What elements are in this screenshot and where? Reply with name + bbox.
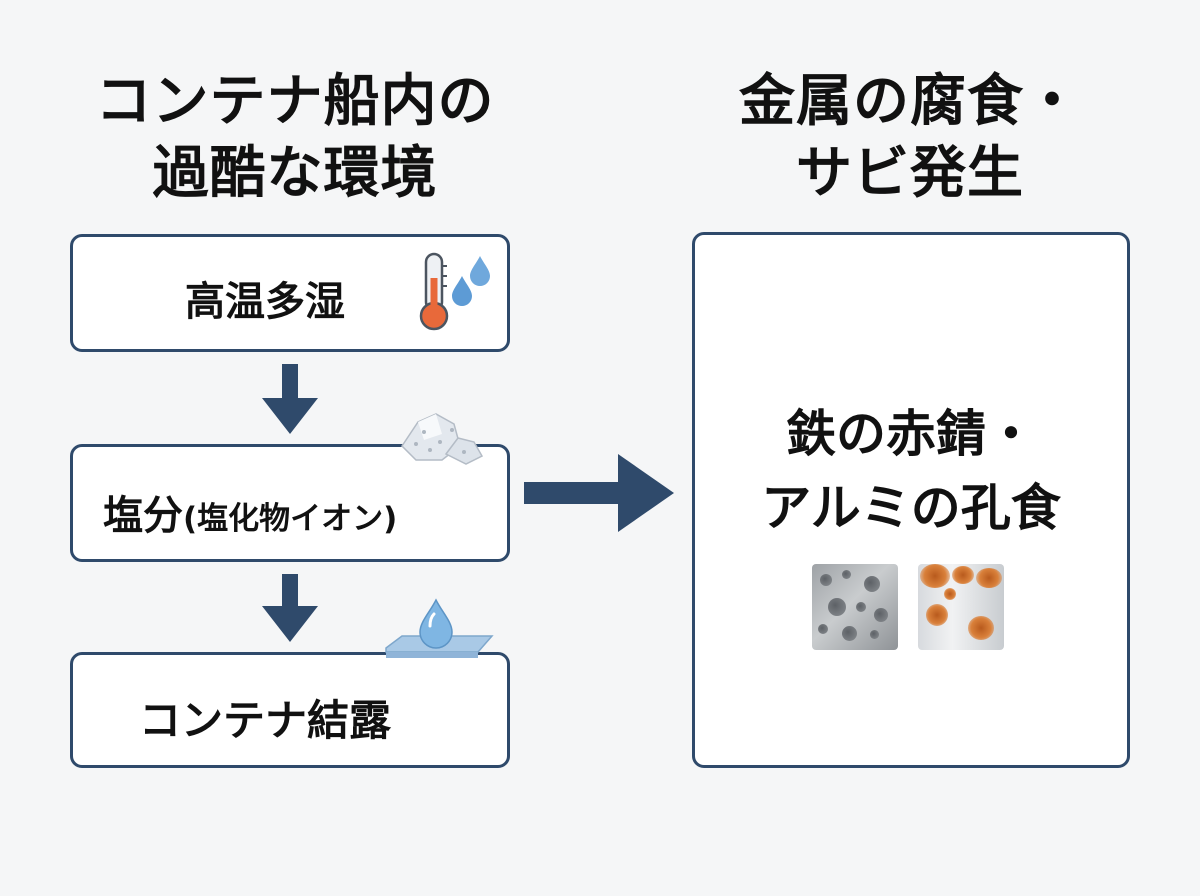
salt-main-label: 塩分 <box>103 493 183 539</box>
pitted-aluminum-texture <box>812 564 898 650</box>
corrosion-result-text: 鉄の赤錆・ アルミの孔食 <box>695 397 1127 545</box>
rusted-iron-texture <box>918 564 1004 650</box>
condensation-label: コンテナ結露 <box>139 696 392 745</box>
salt-detail-label: (塩化物イオン) <box>183 501 398 537</box>
salt-box: 塩分(塩化物イオン) <box>70 444 510 562</box>
result-line2: アルミの孔食 <box>761 479 1061 537</box>
thermometer-icon <box>419 252 449 331</box>
corrosion-title-line2: サビ発生 <box>796 141 1024 206</box>
corrosion-title: 金属の腐食・ サビ発生 <box>700 66 1120 210</box>
arrow-down-2 <box>262 574 318 642</box>
environment-title: コンテナ船内の 過酷な環境 <box>60 66 530 210</box>
arrow-down-1 <box>262 364 318 434</box>
result-line1: 鉄の赤錆・ <box>786 405 1036 463</box>
salt-label: 塩分(塩化物イオン) <box>103 483 397 541</box>
condensation-box: コンテナ結露 <box>70 652 510 768</box>
humidity-label: 高温多湿 <box>185 279 345 325</box>
environment-title-line1: コンテナ船内の <box>95 69 495 134</box>
condensation-drop-icon <box>385 598 494 658</box>
water-drops-icon <box>452 256 490 306</box>
corrosion-title-line1: 金属の腐食・ <box>739 69 1081 134</box>
environment-title-line2: 過酷な環境 <box>152 141 438 206</box>
corrosion-result-box: 鉄の赤錆・ アルミの孔食 <box>692 232 1130 768</box>
salt-crystals-icon <box>401 413 484 465</box>
arrow-right <box>524 454 674 532</box>
